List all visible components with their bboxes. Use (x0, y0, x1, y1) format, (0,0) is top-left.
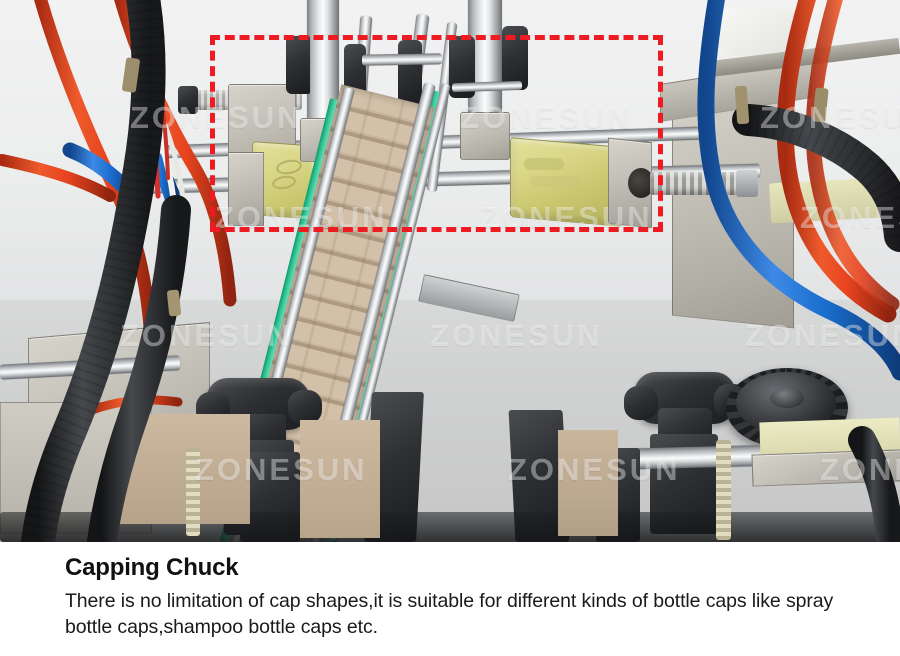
knob-left-lobe-b (288, 390, 322, 424)
corrugated-conduit-left-a (21, 0, 166, 542)
tan-panel-mid (300, 420, 380, 538)
product-photo: ZONESUN ZONESUN ZONESUN ZONESUN ZONESUN … (0, 0, 900, 542)
handwheel-hub (770, 388, 804, 408)
tan-panel-right (558, 430, 618, 536)
conduit-ribs (21, 0, 900, 542)
brass-fittings (122, 57, 829, 317)
pneumatic-tube-orange-right-2 (805, 0, 900, 312)
pneumatic-tube-orange-right (776, 0, 897, 323)
post-clamp-3 (398, 40, 422, 106)
tubes-and-cables (0, 0, 900, 542)
pneumatic-tube-blue-right (697, 0, 900, 381)
chuck-right-detail-a (524, 158, 564, 170)
caption-block: Capping Chuck There is no limitation of … (0, 542, 900, 656)
caption-title: Capping Chuck (65, 554, 239, 581)
knob-right-lobe-a (624, 386, 658, 420)
shaft-collar-left (178, 86, 198, 114)
corrugated-conduit-right-2 (848, 426, 900, 542)
shaft-end-right (736, 170, 758, 197)
chuck-right-detail-b (530, 176, 582, 187)
cable-orange-left-1 (34, 0, 159, 367)
corrugated-conduit-right (732, 104, 900, 252)
caption-body: There is no limitation of cap shapes,it … (65, 590, 834, 638)
lead-screw-left (186, 448, 200, 536)
lead-screw-right (716, 440, 731, 540)
cable-orange-left-3 (0, 154, 116, 202)
post-clamp-1 (286, 36, 310, 94)
corrugated-conduit-left-b (87, 195, 191, 542)
chuck-right-bore (628, 168, 654, 198)
chuck-left-mount (228, 152, 264, 226)
post-2-base (460, 112, 510, 160)
